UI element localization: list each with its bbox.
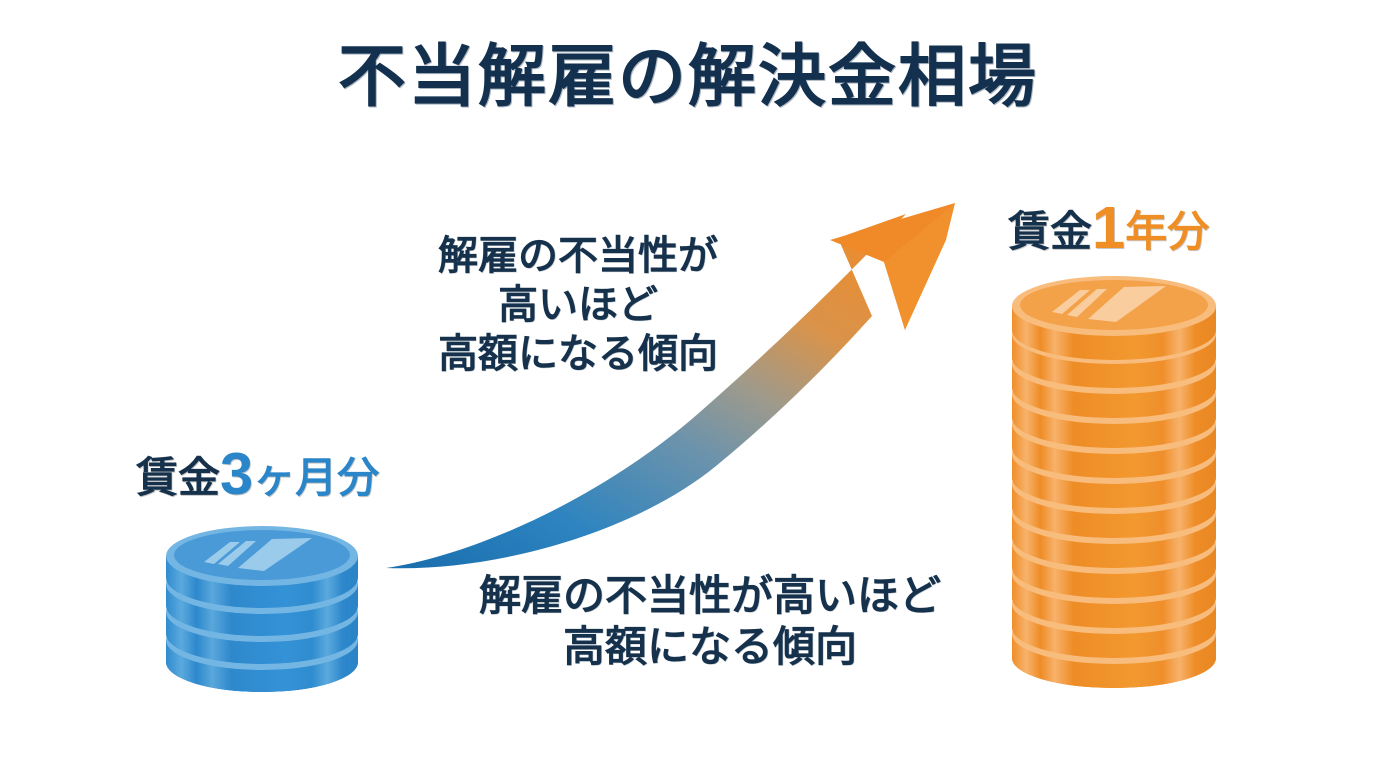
coin-stack-high — [1006, 272, 1222, 692]
stack-label-low-suffix: ヶ月分 — [253, 454, 380, 501]
stack-label-low-number: 3 — [220, 440, 254, 507]
stack-label-low-prefix: 賃金 — [136, 454, 221, 501]
stack-label-low: 賃金3ヶ月分 — [136, 444, 379, 505]
coin-stack-low — [160, 522, 364, 702]
note-lower: 解雇の不当性が高いほど 高額になる傾向 — [478, 572, 941, 671]
note-upper: 解雇の不当性が 高いほど 高額になる傾向 — [438, 234, 718, 376]
stack-label-high-suffix: 年分 — [1125, 208, 1210, 255]
stack-label-high-number: 1 — [1092, 194, 1126, 261]
stack-label-high: 賃金1年分 — [1008, 198, 1209, 259]
stack-label-high-prefix: 賃金 — [1008, 208, 1093, 255]
page-title: 不当解雇の解決金相場 — [337, 39, 1038, 115]
